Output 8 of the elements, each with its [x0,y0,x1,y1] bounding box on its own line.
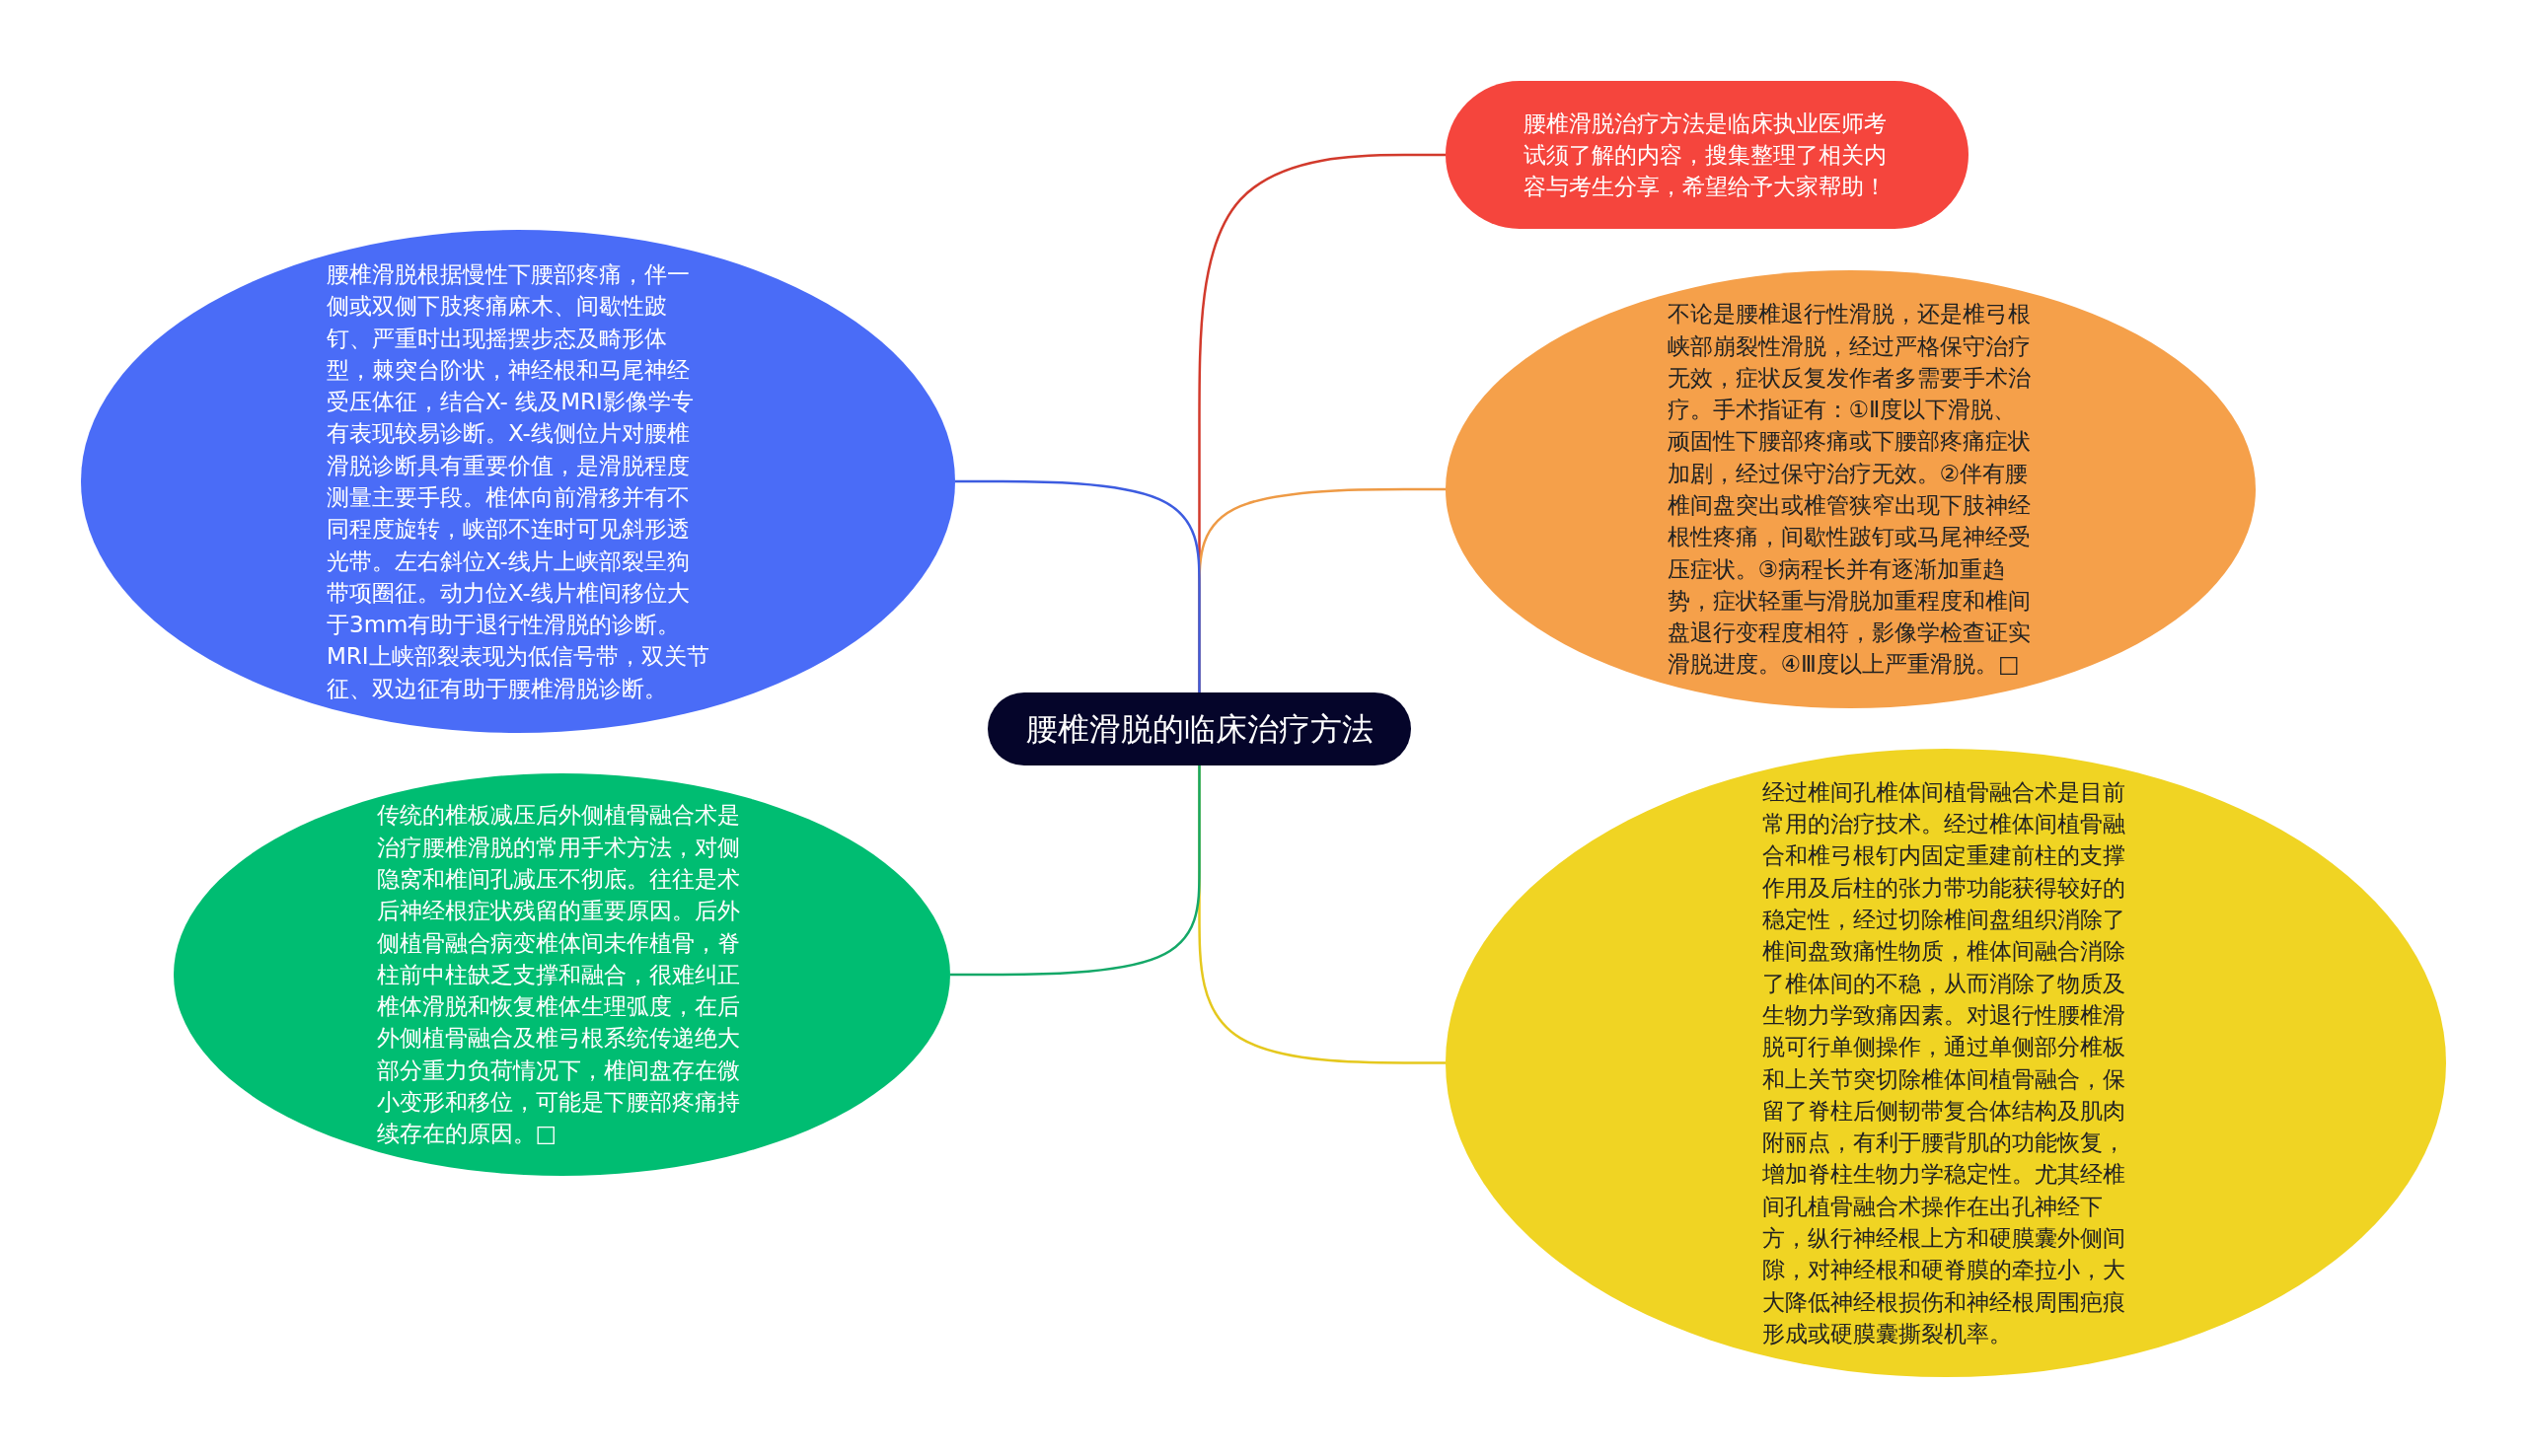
topic-title: 腰椎滑脱的临床治疗方法 [1025,712,1374,746]
connector-line [950,765,1201,977]
note-text: 传统的椎板减压后外侧植骨融合术是治疗腰椎滑脱的常用手术方法，对侧隐窝和椎间孔减压不彻底。往往是术后神经根症状残留的重要原因。后外侧植骨融合病变椎体间未作植骨，脊柱前中柱缺乏支撑和融合，很难纠正椎体滑脱和恢复椎体生理弧度，在后外侧植骨融合及椎弓根系统传递绝大部分重力负荷情况下，椎间盘存在微小变形和移位，可能是下腰部疼痛持续存在的原因。□ [376,801,741,1149]
note-text: 经过椎间孔椎体间植骨融合术是目前常用的治疗技术。经过椎体间植骨融合和椎弓根钉内固定重建前柱的支撑作用及后柱的张力带功能获得较好的稳定性，经过切除椎间盘组织消除了椎间盘致痛性物质，椎体间融合消除了椎体间的不稳，从而消除了物质及生物力学致痛因素。对退行性腰椎滑脱可行单侧操作，通过单侧部分椎板和上关节突切除椎体间植骨融合，保留了脊柱后侧韧带复合体结构及肌肉附丽点，有利于腰背肌的功能恢复，增加脊柱生物力学稳定性。尤其经椎间孔植骨融合术操作在出孔神经下方，纵行神经根上方和硬膜囊外侧间隙，对神经根和硬脊膜的牵拉小，大大降低神经根损伤和神经根周围疤痕形成或硬膜囊撕裂机率。 [1762,777,2126,1348]
note-text: 腰椎滑脱根据慢性下腰部疼痛，伴一侧或双侧下肢疼痛麻木、间歇性跛钉、严重时出现摇摆步态及畸形体型，棘突台阶状，神经根和马尾神经受压体征，结合X- 线及MRI影像学专有表现较易诊断。X-线侧位片对腰椎滑脱诊断具有重要价值，是滑脱程度测量主要手段。椎体向前滑移并有不同程度旋转，峡部不连时可见斜形透光带。左右斜位X-线片上峡部裂呈狗带项圈征。动力位X-线片椎间移位大于3mm有助于退行性滑脱的诊断。MRI上峡部裂表现为低信号带，双关节征、双边征有助于腰椎滑脱诊断。 [327,259,709,703]
connector-line [955,479,1201,692]
note-text: 不论是腰椎退行性滑脱，还是椎弓根峡部崩裂性滑脱，经过严格保守治疗无效，症状反复发作者多需要手术治疗。手术指证有：①Ⅱ度以下滑脱、顽固性下腰部疼痛或下腰部疼痛症状加剧，经过保守治疗无效。②伴有腰椎间盘突出或椎管狭窄出现下肢神经根性疼痛，间歇性跛钉或马尾神经受压症状。③病程长并有逐渐加重趋势，症状轻重与滑脱加重程度和椎间盘退行变程度相符，影像学检查证实滑脱进度。④Ⅲ度以上严重滑脱。□ [1667,300,2032,680]
note-text: 腰椎滑脱治疗方法是临床执业医师考试须了解的内容，搜集整理了相关内容与考生分享，希望给予大家帮助！ [1523,109,1888,202]
